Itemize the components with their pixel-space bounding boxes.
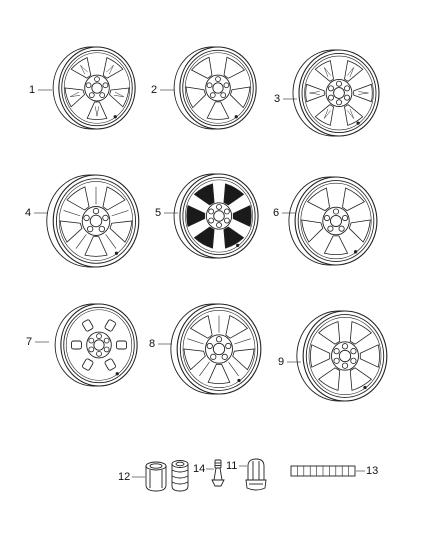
wheels-layer bbox=[46, 46, 388, 402]
wheel-9 bbox=[296, 310, 388, 402]
hardware-layer bbox=[145, 458, 356, 492]
wheel-6 bbox=[288, 176, 378, 266]
callout-8: 8 bbox=[149, 338, 156, 350]
callout-6: 6 bbox=[273, 207, 280, 219]
wheel-7 bbox=[54, 303, 138, 387]
callout-12: 12 bbox=[118, 471, 131, 483]
callout-9: 9 bbox=[278, 356, 285, 368]
callout-1: 1 bbox=[29, 84, 36, 96]
callout-14: 14 bbox=[193, 463, 206, 475]
callout-11: 11 bbox=[226, 460, 238, 472]
wheel-5 bbox=[173, 173, 259, 259]
callout-3: 3 bbox=[274, 93, 281, 105]
wheel-4 bbox=[46, 174, 140, 268]
valve-stem-part bbox=[211, 459, 225, 487]
wheel-2 bbox=[173, 46, 257, 130]
balance-weight-strip-part bbox=[290, 465, 356, 477]
wheel-1 bbox=[52, 46, 136, 130]
wheel-lock-set-part bbox=[145, 460, 189, 492]
callout-13: 13 bbox=[366, 465, 379, 477]
callout-4: 4 bbox=[25, 207, 32, 219]
leader-lines bbox=[34, 89, 365, 478]
lug-nut-part bbox=[245, 458, 267, 491]
wheel-8 bbox=[170, 303, 262, 395]
wheel-3 bbox=[292, 49, 380, 137]
callout-2: 2 bbox=[151, 84, 158, 96]
callout-5: 5 bbox=[155, 207, 162, 219]
callout-7: 7 bbox=[26, 336, 33, 348]
